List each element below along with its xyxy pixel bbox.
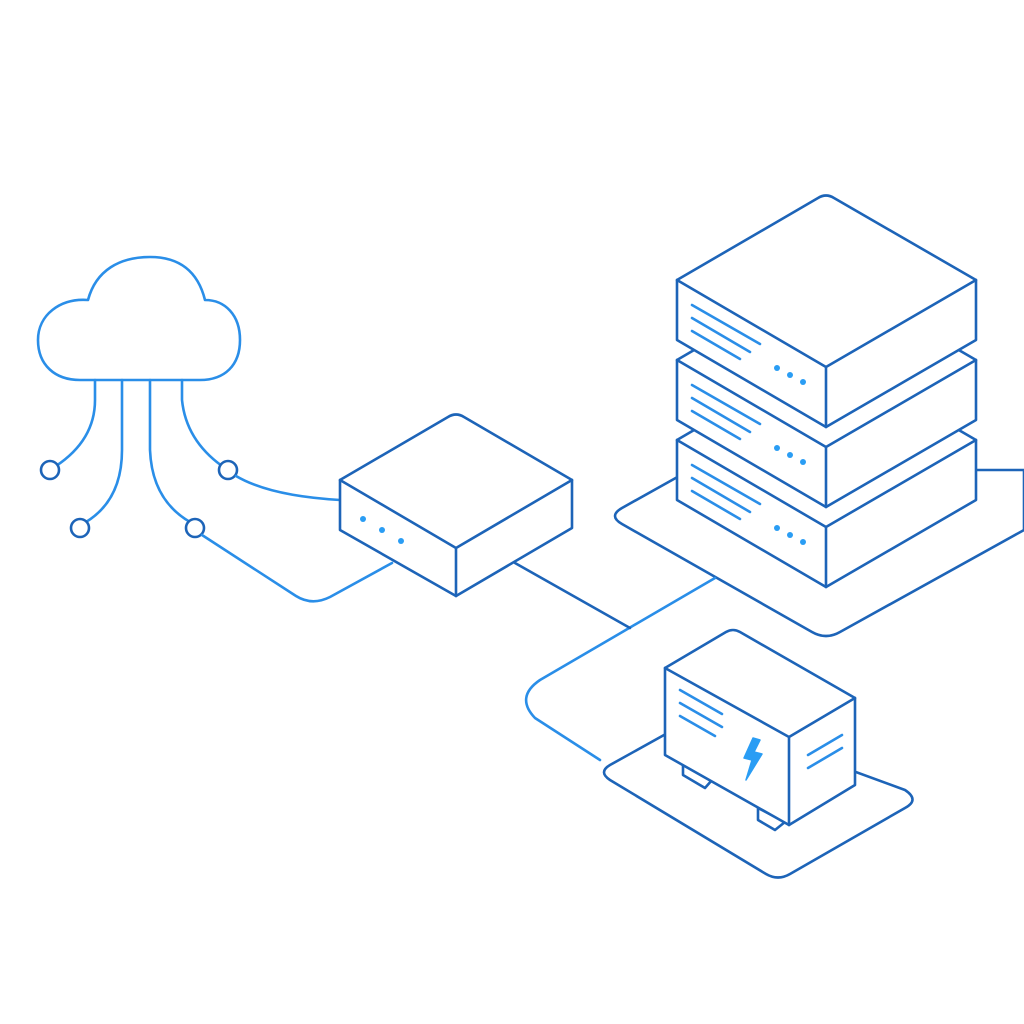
hub-to-server-link	[513, 561, 632, 630]
cloud-icon	[36, 255, 242, 382]
power-generator-icon	[663, 628, 857, 832]
wire-node	[69, 517, 91, 539]
wire-node	[184, 517, 206, 539]
server-stack-icon	[675, 194, 978, 589]
wire-node	[217, 459, 239, 481]
server-unit-top	[675, 194, 978, 429]
network-hub-icon	[338, 413, 574, 598]
wire-node	[39, 459, 61, 481]
connection-loop	[524, 576, 717, 762]
lightning-bolt-icon	[743, 737, 763, 781]
cloud-wires	[39, 378, 394, 603]
